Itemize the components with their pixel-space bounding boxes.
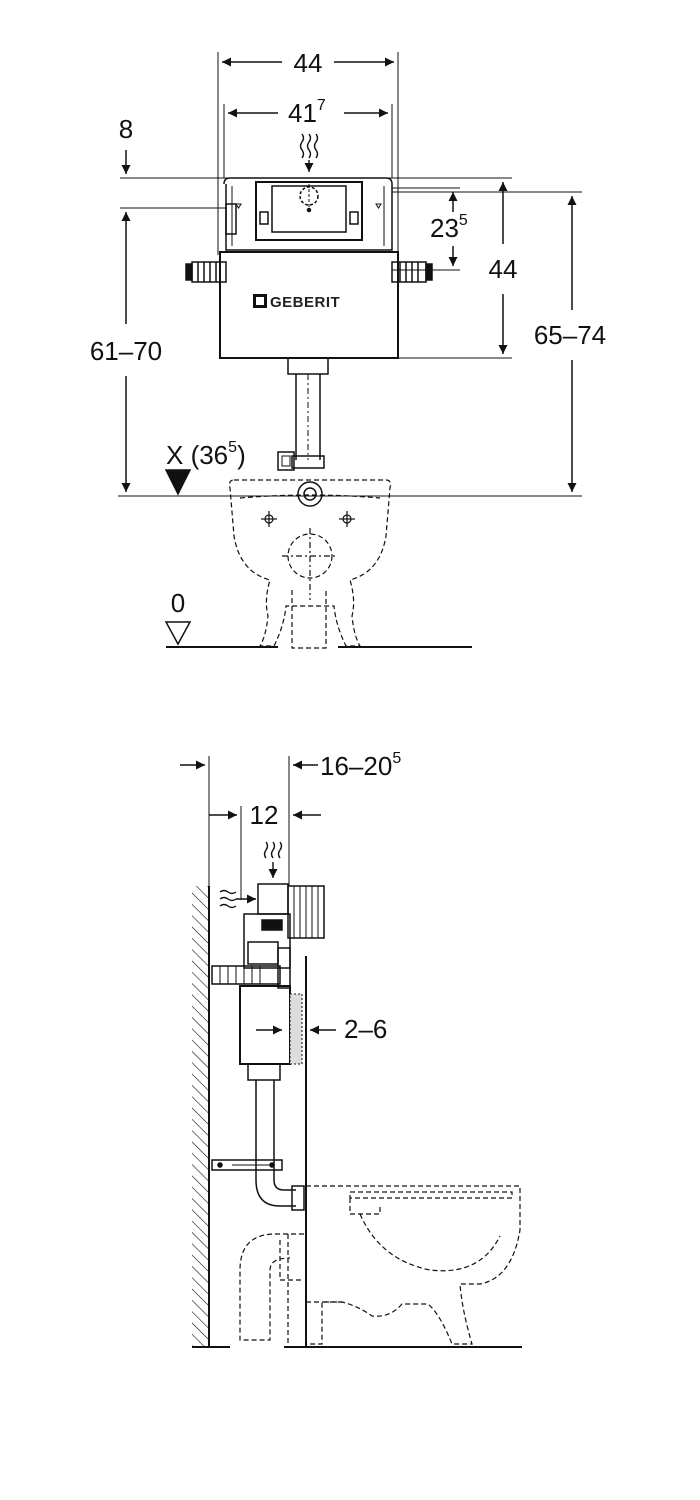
left-bracket bbox=[185, 261, 227, 283]
width-outer-label: 44 bbox=[294, 48, 323, 78]
dimension-width-41-7: 417 bbox=[223, 97, 393, 178]
dimension-depth-range: 16–205 bbox=[180, 750, 401, 890]
reference-x-label: X (365) bbox=[166, 439, 246, 470]
toilet-bowl-front bbox=[228, 479, 392, 649]
cistern-side bbox=[211, 883, 325, 1065]
floor-level-label: 0 bbox=[171, 588, 185, 618]
drain-pipe bbox=[277, 357, 329, 507]
cistern-frame bbox=[223, 177, 393, 251]
dimension-wall-thickness: 2–6 bbox=[310, 1014, 387, 1044]
top-offset-label: 8 bbox=[119, 114, 133, 144]
side-view: 16–205 12 bbox=[180, 750, 522, 1348]
dimension-depth-fixed: 12 bbox=[209, 800, 321, 900]
air-vent-icon bbox=[219, 889, 256, 909]
left-range-label: 61–70 bbox=[90, 336, 162, 366]
dimension-flush-height: 235 bbox=[392, 187, 468, 271]
wall-thickness-label: 2–6 bbox=[344, 1014, 387, 1044]
cistern-body: GEBERIT bbox=[219, 251, 399, 359]
depth-fixed-label: 12 bbox=[250, 800, 279, 830]
front-view: 44 417 8 bbox=[90, 48, 606, 649]
floor-level-front: 0 bbox=[164, 588, 472, 648]
fixing-points bbox=[261, 511, 355, 527]
side-drain-pipe bbox=[211, 1063, 305, 1211]
cistern-height-label: 44 bbox=[489, 254, 518, 284]
right-range-label: 65–74 bbox=[534, 320, 606, 350]
water-supply-icon bbox=[299, 133, 319, 172]
side-water-supply-icon bbox=[263, 841, 283, 878]
toilet-bowl-side bbox=[239, 1185, 521, 1346]
right-bracket bbox=[391, 261, 433, 283]
dimension-width-44: 44 bbox=[217, 48, 399, 255]
brand-logo: GEBERIT bbox=[270, 294, 340, 311]
reference-x: X (365) bbox=[118, 439, 582, 497]
depth-range-label: 16–205 bbox=[320, 750, 401, 781]
dimension-left-range: 61–70 bbox=[90, 212, 162, 492]
flush-height-label: 235 bbox=[430, 212, 468, 243]
wall bbox=[192, 886, 210, 1346]
dimension-right-range: 65–74 bbox=[392, 191, 606, 492]
width-inner-label: 417 bbox=[288, 97, 326, 128]
